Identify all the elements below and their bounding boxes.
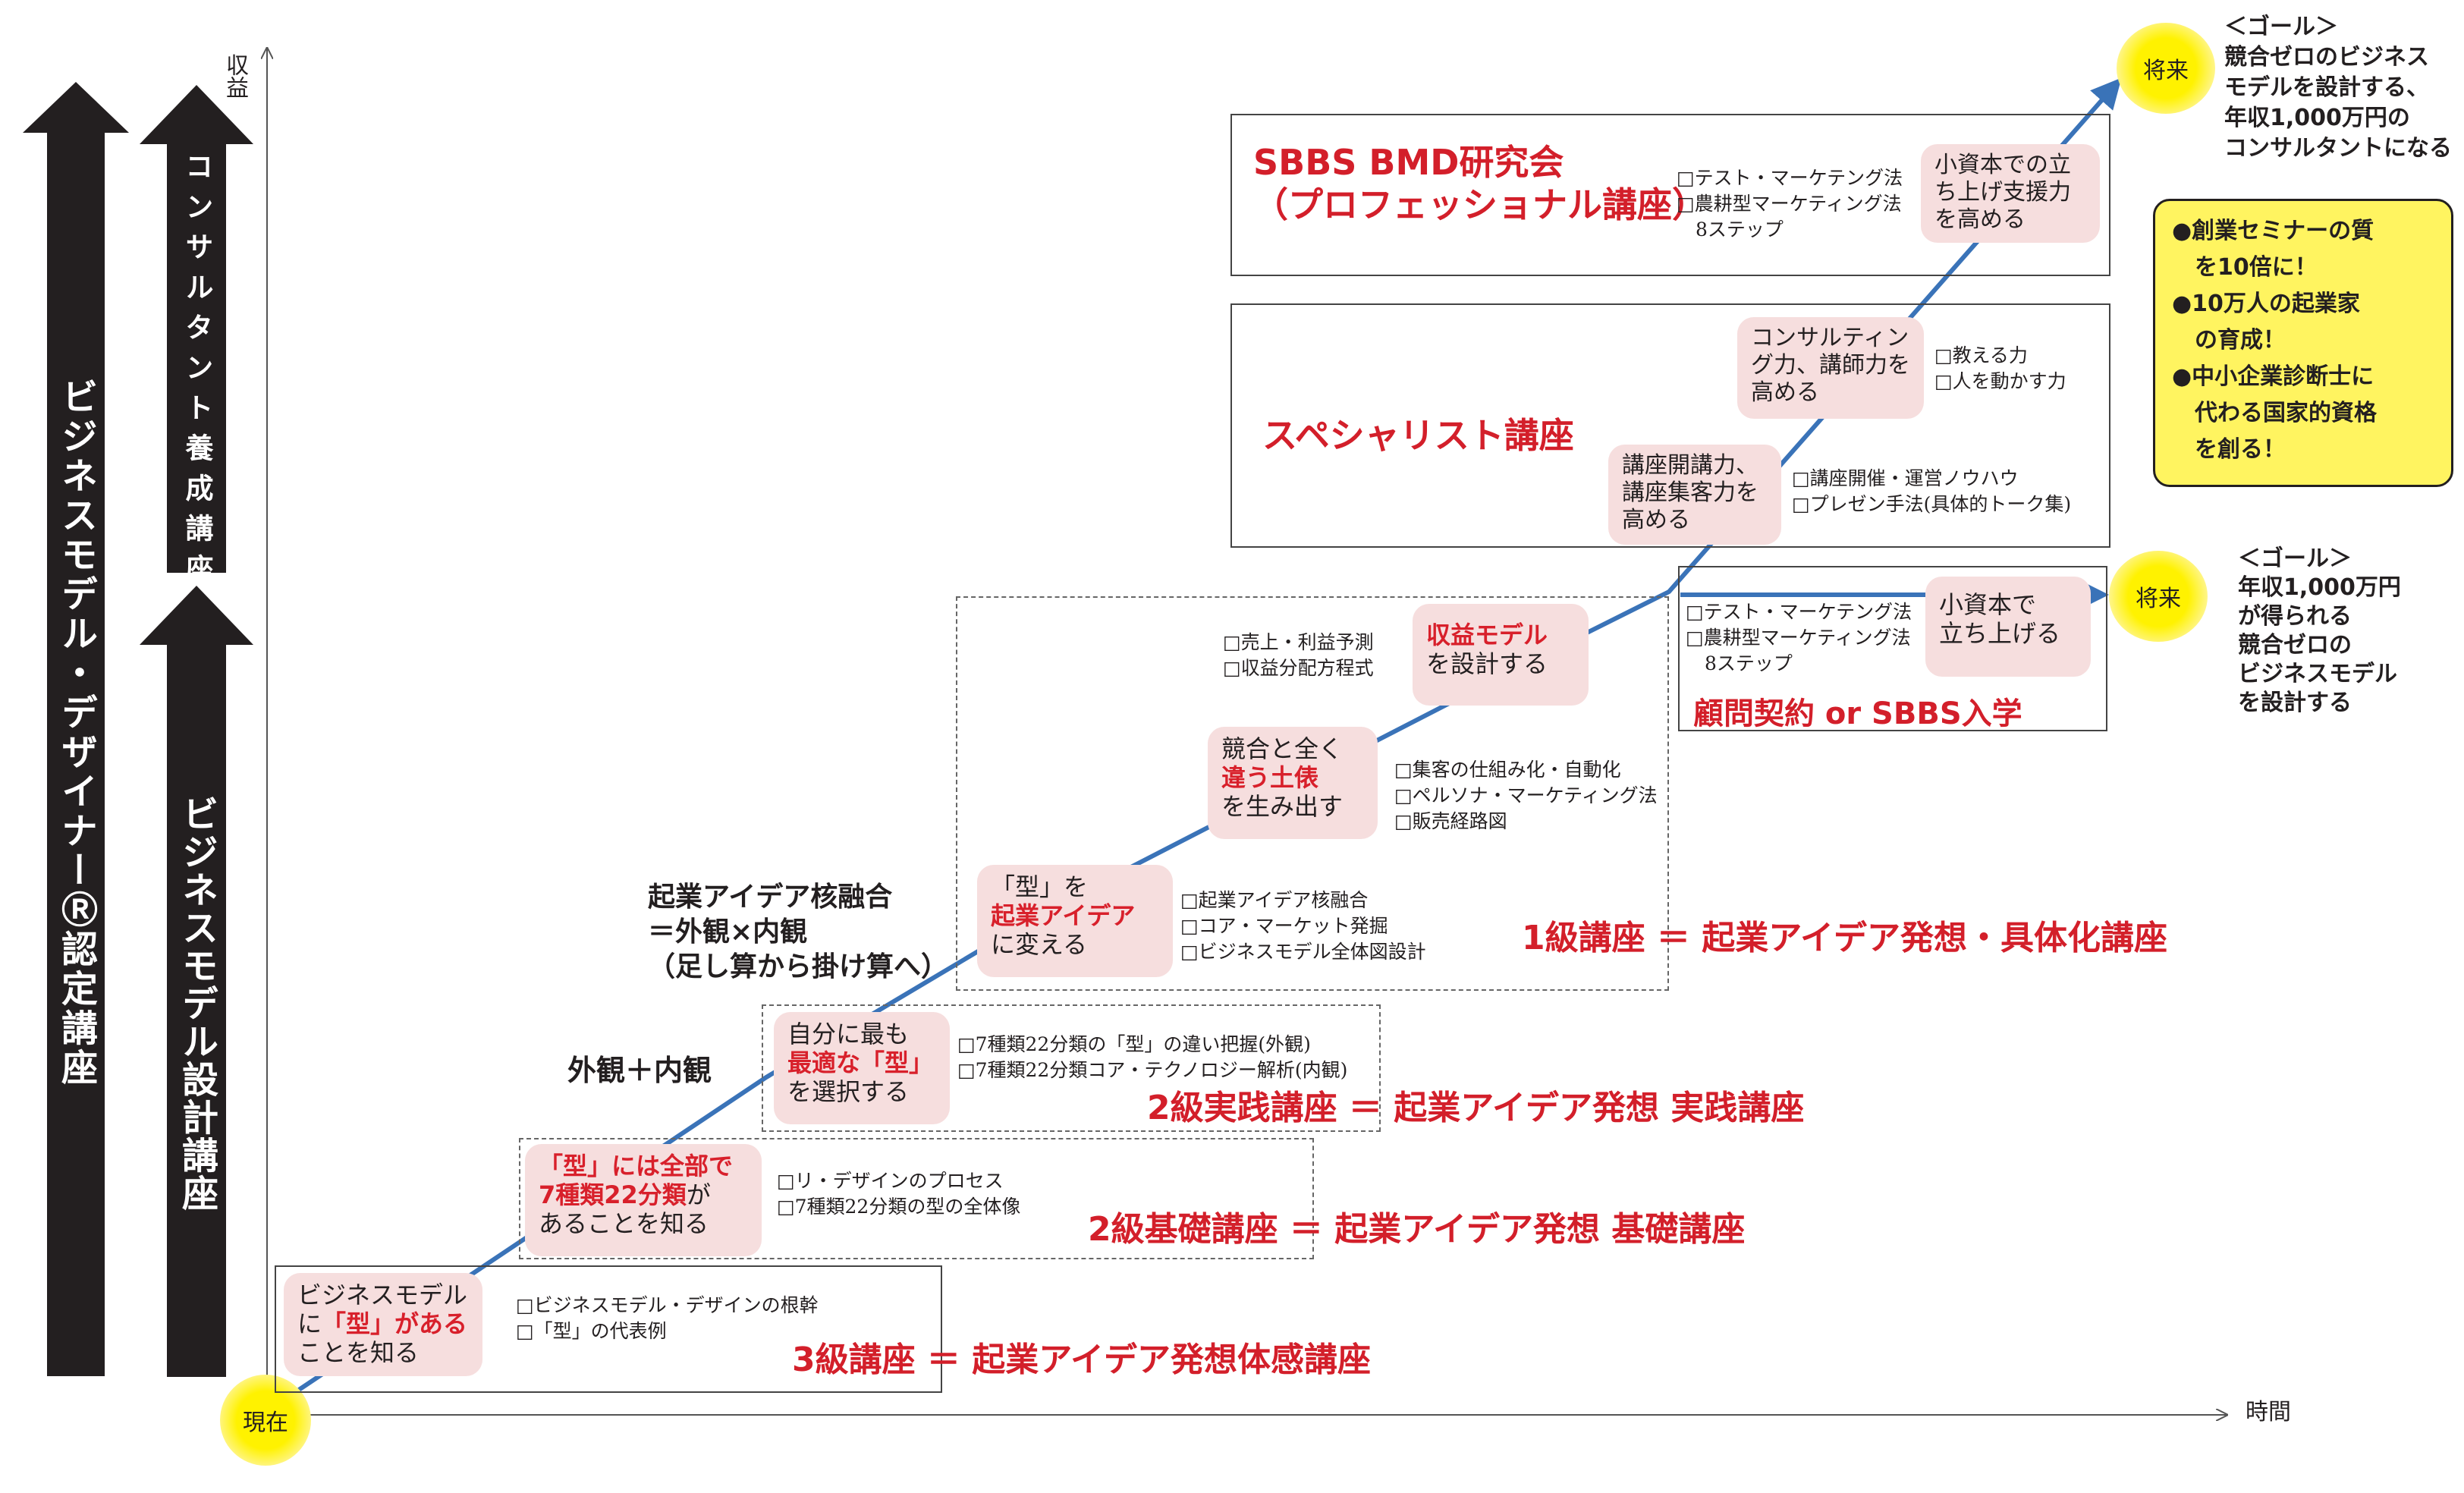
level2basic-checklist: □リ・デザインのプロセス □7種類22分類の型の全体像: [777, 1170, 1021, 1218]
design-arrow-body: [167, 644, 226, 1377]
consultant-arrow-body: [167, 143, 226, 573]
goal-lower: ＜ゴール＞ 年収1,000万円 が得られる 競合ゼロの ビジネスモデル を設計す…: [2238, 545, 2401, 716]
level2basic-title: 2級基礎講座 ＝ 起業アイデア発想 基礎講座: [1088, 1210, 1746, 1249]
level2basic-pink: 「型」には全部で 7種類22分類が あることを知る: [525, 1144, 762, 1256]
fusion-label: 起業アイデア核融合 ＝外観×内観 （足し算から掛け算へ）: [648, 882, 949, 982]
level3-checklist: □ビジネスモデル・デザインの根幹 □「型」の代表例: [516, 1294, 819, 1342]
level1-checklist-type: □起業アイデア核融合 □コア・マーケット発掘 □ビジネスモデル全体図設計: [1180, 889, 1426, 963]
level1-pink-type: 「型」を 起業アイデア に変える: [977, 865, 1173, 977]
professional-checklist: □テスト・マーケテング法 □農耕型マーケティング法 8ステップ: [1677, 167, 1903, 240]
consultant-course-label: コンサルタント養成講座: [181, 152, 213, 594]
specialist-checklist-open: □講座開催・運営ノウハウ □プレゼン手法(具体的トーク集): [1792, 467, 2072, 515]
bmd-course-label: ビジネスモデル・デザイナーⓇ認定講座: [55, 378, 97, 1088]
level1-checklist-arena: □集客の仕組み化・自動化 □ペルソナ・マーケティング法 □販売経路図: [1394, 759, 1658, 832]
bmd-arrow: [23, 82, 129, 133]
contract-title: 顧問契約 or SBBS入学: [1693, 696, 2022, 731]
mission-box: ●創業セミナーの質 を10倍に！ ●10万人の起業家 の育成！ ●中小企業診断士…: [2153, 199, 2453, 487]
origin-circle: 現在: [220, 1375, 311, 1466]
contract-checklist: □テスト・マーケテング法 □農耕型マーケティング法 8ステップ: [1686, 601, 1912, 674]
level1-box: [956, 596, 1669, 991]
professional-pink: 小資本での立 ち上げ支援力 を高める: [1921, 144, 2100, 243]
level1-checklist-revenue: □売上・利益予測 □収益分配方程式: [1223, 631, 1374, 679]
level1-pink-revenue: 収益モデル を設計する: [1413, 604, 1589, 706]
level2practice-title: 2級実践講座 ＝ 起業アイデア発想 実践講座: [1147, 1089, 1805, 1127]
level3-pink: ビジネスモデル に「型」がある ことを知る: [284, 1273, 482, 1376]
contract-pink: 小資本で 立ち上げる: [1925, 577, 2091, 677]
professional-box: [1230, 114, 2110, 276]
future-circle-upper: 将来: [2117, 23, 2215, 114]
consultant-arrow: [140, 85, 253, 144]
design-arrow: [140, 586, 253, 645]
outer-inner-label: 外観＋内観: [567, 1054, 712, 1087]
origin-label: 現在: [243, 1410, 288, 1436]
design-course-label: ビジネスモデル設計講座: [175, 795, 218, 1212]
specialist-checklist-consult: □教える力 □人を動かす力: [1934, 344, 2066, 392]
specialist-box: [1230, 303, 2110, 548]
level2practice-box: [762, 1004, 1381, 1132]
level3-box: [275, 1265, 942, 1393]
future-label-lower: 将来: [2136, 586, 2181, 612]
level2basic-box: [519, 1138, 1314, 1259]
y-axis-label: 収益: [222, 53, 248, 99]
professional-title: SBBS BMD研究会 （プロフェッショナル講座）: [1253, 142, 1707, 225]
specialist-title: スペシャリスト講座: [1262, 415, 1574, 456]
future-label-upper: 将来: [2143, 58, 2189, 84]
goal-upper: ＜ゴール＞ 競合ゼロのビジネス モデルを設計する、 年収1,000万円の コンサ…: [2224, 14, 2452, 162]
level2practice-pink: 自分に最も 最適な「型」 を選択する: [774, 1012, 950, 1124]
bmd-arrow-body: [47, 132, 105, 1376]
specialist-pink-consult: コンサルティン グ力、講師力を 高める: [1737, 317, 1924, 419]
level1-title: 1級講座 ＝ 起業アイデア発想・具体化講座: [1522, 919, 2168, 957]
level3-title: 3級講座 ＝ 起業アイデア発想体感講座: [792, 1341, 1372, 1379]
level1-pink-arena: 競合と全く 違う土俵 を生み出す: [1208, 727, 1378, 839]
contract-box: [1678, 566, 2107, 731]
future-circle-lower: 将来: [2109, 551, 2208, 642]
level2practice-checklist: □7種類22分類の「型」の違い把握(外観) □7種類22分類コア・テクノロジー解…: [957, 1033, 1348, 1081]
specialist-pink-open: 講座開講力、 講座集客力を 高める: [1608, 445, 1781, 545]
x-axis-label: 時間: [2246, 1399, 2291, 1425]
